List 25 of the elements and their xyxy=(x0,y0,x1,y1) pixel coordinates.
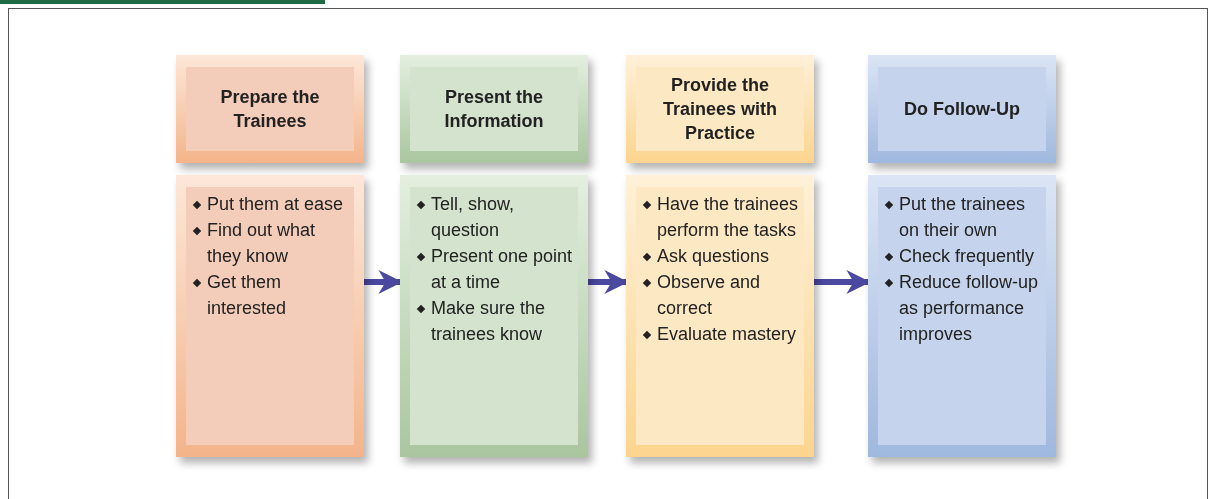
step-heading: Prepare the Trainees xyxy=(219,86,321,133)
bullet-text: Check frequently xyxy=(899,245,1035,268)
bullet-text: Find out what they know xyxy=(207,219,317,268)
bullet-text: Put them at ease xyxy=(207,193,344,216)
step-heading-box xyxy=(400,55,588,163)
bullet-text: Make sure the trainees know xyxy=(431,297,547,346)
bullet-text: Put the trainees on their own xyxy=(899,193,1027,242)
bullet-text: Reduce follow-up as performance improves xyxy=(899,271,1040,346)
step-detail-box xyxy=(176,175,364,457)
step-detail-box xyxy=(626,175,814,457)
bullet-text: Tell, show, question xyxy=(431,193,516,242)
step-heading-box xyxy=(868,55,1056,163)
bullet-text: Observe and correct xyxy=(657,271,762,320)
step-heading-box xyxy=(176,55,364,163)
bullet-text: Present one point at a time xyxy=(431,245,574,294)
bullet-text: Have the trainees perform the tasks xyxy=(657,193,800,242)
step-heading: Provide the Trainees with Practice xyxy=(661,74,778,145)
step-detail-box xyxy=(400,175,588,457)
step-detail-box xyxy=(868,175,1056,457)
bullet-text: Evaluate mastery xyxy=(657,323,797,346)
bullet-text: Get them interested xyxy=(207,271,288,320)
step-heading: Present the Information xyxy=(443,86,545,133)
bullet-text: Ask questions xyxy=(657,245,770,268)
step-heading-box xyxy=(626,55,814,163)
step-heading: Do Follow-Up xyxy=(904,98,1020,121)
